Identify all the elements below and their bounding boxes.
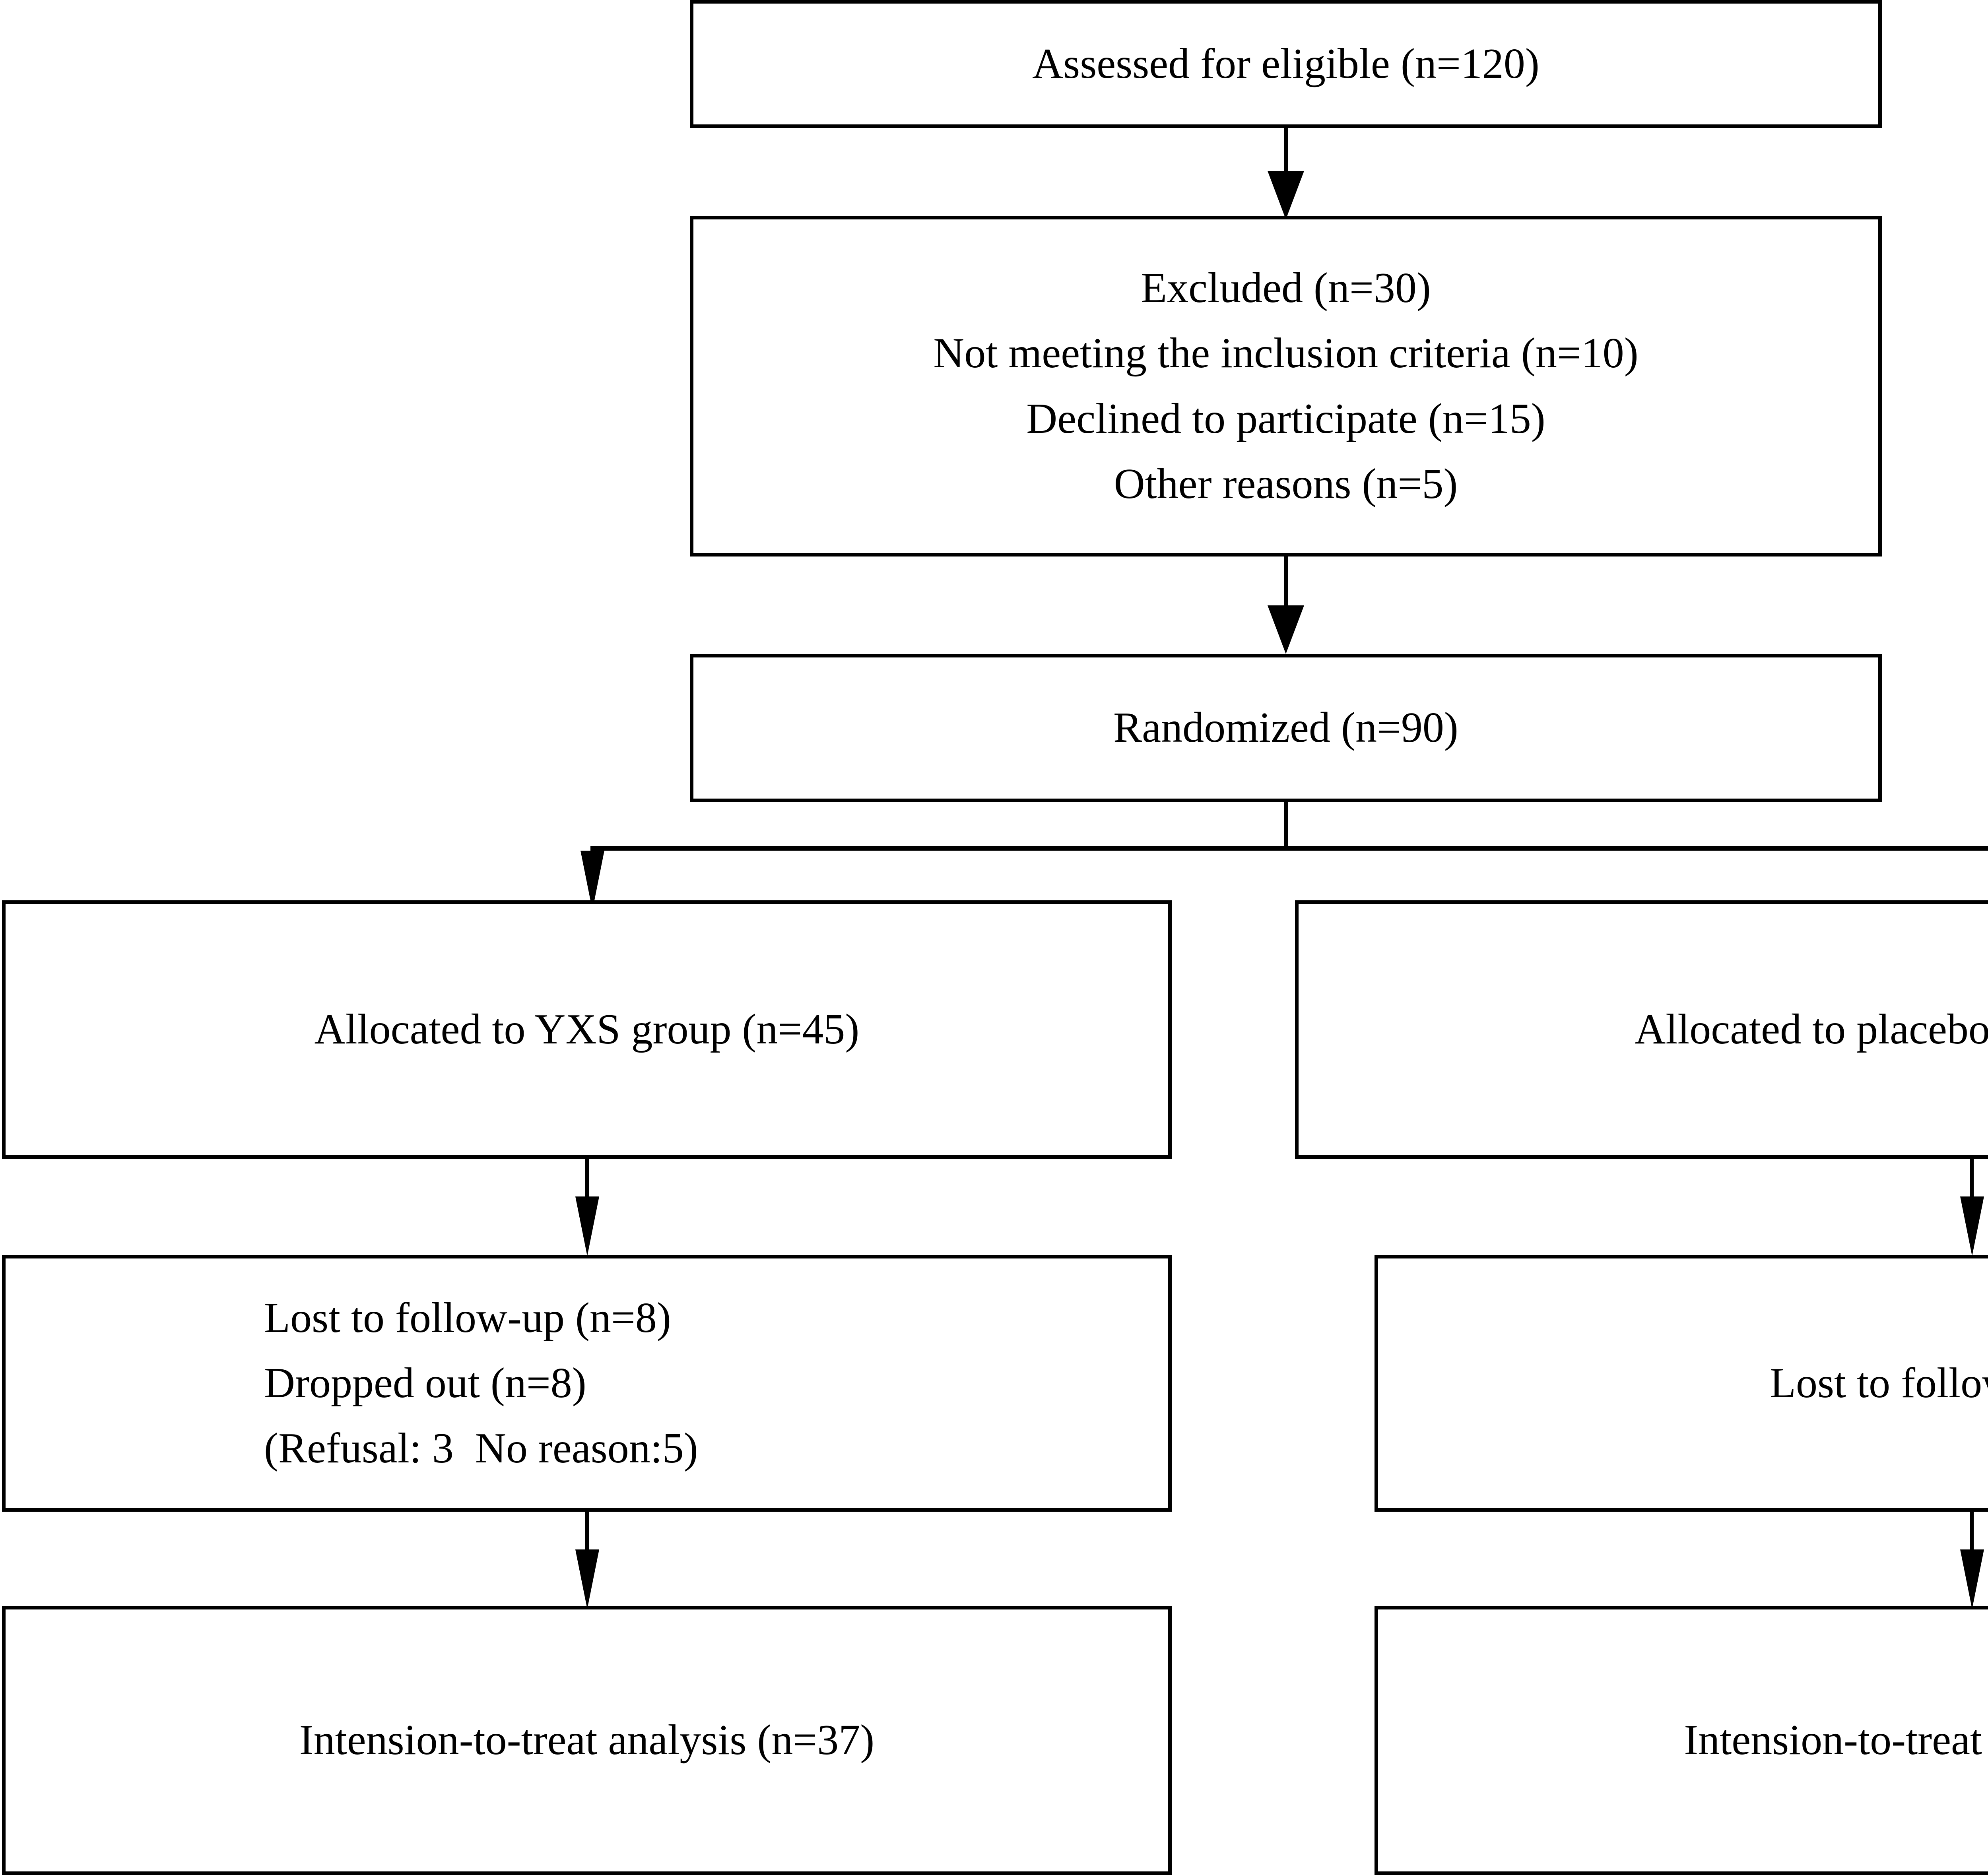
node-allocated-yxs-text: Allocated to YXS group (n=45) bbox=[314, 1005, 860, 1053]
node-excluded-line-2: Not meeting the inclusion criteria (n=10… bbox=[933, 330, 1639, 377]
connector-followupyxs-to-ittyxs-line bbox=[585, 1512, 589, 1567]
connector-excluded-to-randomized-arrowhead bbox=[1268, 605, 1304, 654]
node-excluded: Excluded (n=30) Not meeting the inclusio… bbox=[690, 216, 1882, 556]
node-followup-yxs-line-2: Dropped out (n=8) bbox=[264, 1359, 586, 1407]
connector-allocplacebo-to-followupplacebo-line bbox=[1970, 1159, 1974, 1214]
connector-excluded-to-randomized-line bbox=[1284, 556, 1288, 612]
node-itt-yxs-text: Intension-to-treat analysis (n=37) bbox=[299, 1716, 875, 1764]
node-followup-placebo-text: Lost to follow up (n=0) bbox=[1770, 1359, 1988, 1407]
node-allocated-placebo: Allocated to placebo group (n=45) bbox=[1295, 900, 1988, 1159]
connector-randomized-stem bbox=[1284, 802, 1288, 851]
node-randomized-text: Randomized (n=90) bbox=[1113, 704, 1458, 752]
connector-followupyxs-to-ittyxs-arrowhead bbox=[575, 1549, 599, 1609]
node-itt-placebo: Intension-to-treat analysis (n=45) bbox=[1375, 1606, 1988, 1875]
node-followup-yxs: Lost to follow-up (n=8) Dropped out (n=8… bbox=[2, 1255, 1172, 1512]
connector-allocyxs-to-followupyxs-arrowhead bbox=[575, 1196, 599, 1256]
connector-followupplacebo-to-ittplacebo-arrowhead bbox=[1960, 1549, 1984, 1609]
connector-allocyxs-to-followupyxs-line bbox=[585, 1159, 589, 1214]
node-assessed-for-eligible: Assessed for eligible (n=120) bbox=[690, 0, 1882, 128]
node-excluded-line-3: Declined to participate (n=15) bbox=[1026, 395, 1545, 442]
node-itt-placebo-text: Intension-to-treat analysis (n=45) bbox=[1684, 1716, 1982, 1764]
node-excluded-line-4: Other reasons (n=5) bbox=[1114, 460, 1458, 508]
node-itt-yxs: Intension-to-treat analysis (n=37) bbox=[2, 1606, 1172, 1875]
node-allocated-placebo-text: Allocated to placebo group (n=45) bbox=[1635, 1005, 1988, 1053]
node-excluded-line-1: Excluded (n=30) bbox=[1141, 264, 1431, 312]
connector-followupplacebo-to-ittplacebo-line bbox=[1970, 1512, 1974, 1567]
node-allocated-yxs: Allocated to YXS group (n=45) bbox=[2, 900, 1172, 1159]
node-followup-yxs-line-3: (Refusal: 3 No reason:5) bbox=[264, 1425, 698, 1472]
connector-allocplacebo-to-followupplacebo-arrowhead bbox=[1960, 1196, 1984, 1256]
node-randomized: Randomized (n=90) bbox=[690, 654, 1882, 802]
node-followup-placebo: Lost to follow up (n=0) bbox=[1375, 1255, 1988, 1512]
connector-split-bar bbox=[590, 846, 1988, 851]
connector-assessed-to-excluded-line bbox=[1284, 128, 1288, 178]
node-assessed-text: Assessed for eligible (n=120) bbox=[1032, 40, 1540, 87]
connector-assessed-to-excluded-arrowhead bbox=[1268, 171, 1304, 219]
node-followup-yxs-line-1: Lost to follow-up (n=8) bbox=[264, 1294, 671, 1342]
